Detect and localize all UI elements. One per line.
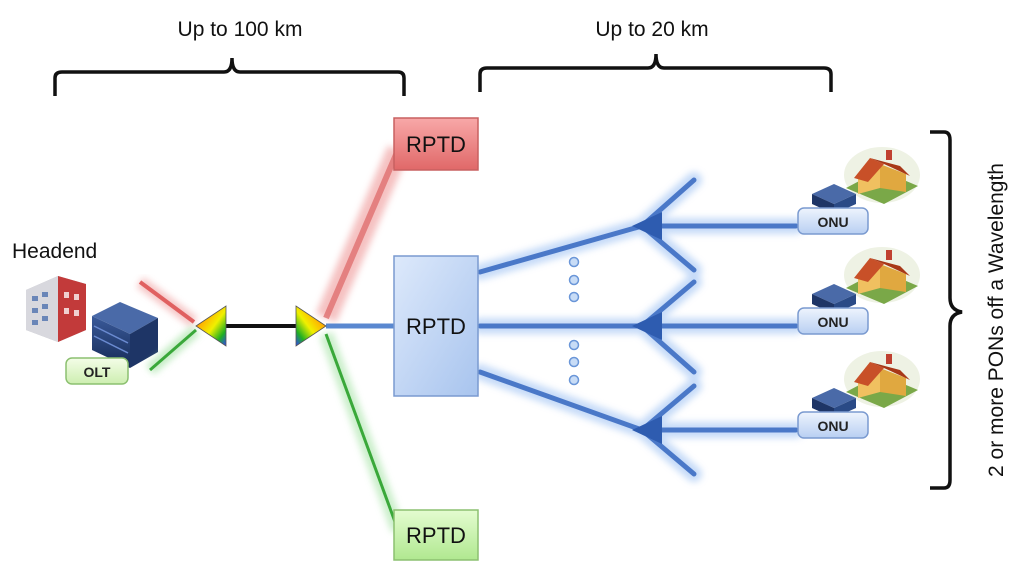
house-icon: [844, 247, 920, 304]
customer-premises-middle: ONU: [797, 247, 920, 335]
headend-label: Headend: [12, 240, 97, 263]
onu-middle-label: ONU: [817, 314, 848, 330]
mux-prism-icon: [195, 305, 227, 347]
rptd-bottom-label: RPTD: [406, 523, 466, 548]
span-right-brace: [478, 53, 833, 92]
house-icon: [844, 351, 920, 408]
span-left-label: Up to 100 km: [178, 18, 303, 41]
vertical-note: 2 or more PONs off a Wavelength: [985, 163, 1008, 477]
splitter-arrow-icon: [632, 416, 662, 444]
olt-box: OLT: [65, 357, 129, 385]
red-branch: [315, 145, 409, 323]
office-building-icon: [26, 276, 86, 342]
house-icon: [844, 147, 920, 204]
customer-premises-top: ONU: [797, 147, 920, 235]
onu-bottom-label: ONU: [817, 418, 848, 434]
olt-label: OLT: [84, 364, 111, 380]
rptd-top: RPTD: [393, 117, 479, 171]
server-rack-icon: [92, 302, 158, 368]
ellipsis-dots: [568, 256, 580, 386]
splitter-arrow-icon: [632, 312, 662, 340]
rptd-center-label: RPTD: [406, 314, 466, 339]
splitter-arrow-icon: [632, 212, 662, 240]
rptd-center: RPTD: [393, 255, 479, 397]
span-left-brace: [53, 57, 406, 96]
demux-prism-icon: [295, 305, 327, 347]
right-brace: [930, 130, 963, 490]
rptd-bottom: RPTD: [393, 509, 479, 561]
rptd-top-label: RPTD: [406, 132, 466, 157]
customer-premises-bottom: ONU: [797, 351, 920, 439]
span-right-label: Up to 20 km: [595, 18, 708, 41]
onu-top-label: ONU: [817, 214, 848, 230]
green-branch: [319, 331, 405, 533]
headend-fibers: [136, 277, 200, 375]
